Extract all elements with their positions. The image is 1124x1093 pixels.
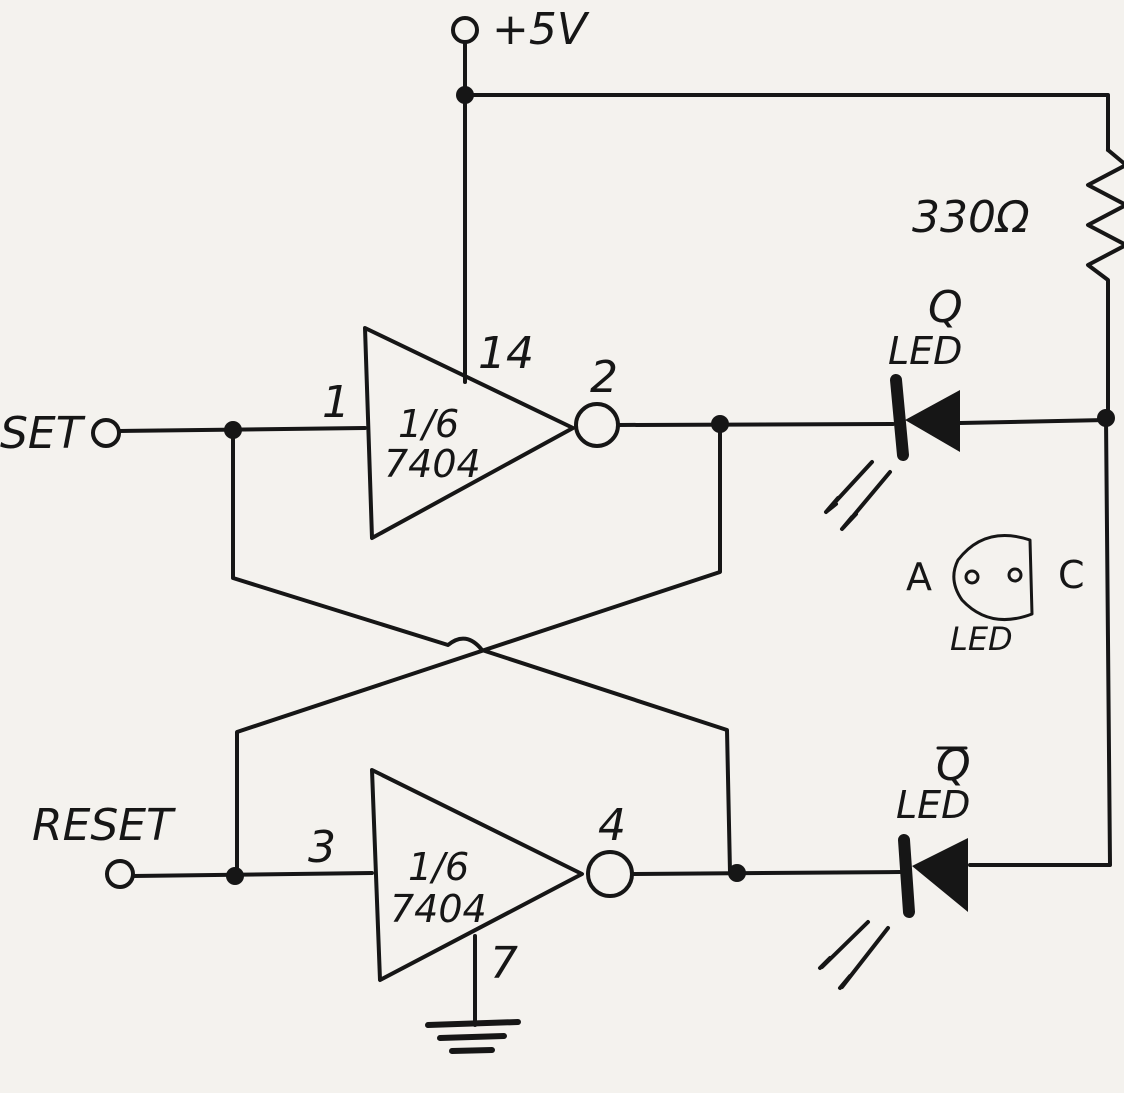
q-led-light-arrows bbox=[824, 460, 892, 531]
qbar-led-light-arrows bbox=[818, 920, 890, 990]
lower-gate-pin-out: 4 bbox=[598, 800, 626, 851]
qbar-led-cathode-bar bbox=[898, 834, 915, 918]
q-led-label: LED bbox=[888, 329, 962, 373]
lower-inverter-bubble bbox=[586, 850, 634, 898]
lower-gate-pin-gnd: 7 bbox=[490, 938, 518, 989]
q-led-to-rail-wire bbox=[958, 418, 1108, 425]
lower-inverter bbox=[370, 768, 584, 982]
vcc-terminal bbox=[451, 16, 479, 44]
q-led-cathode-bar bbox=[890, 374, 909, 461]
qbar-led-label: LED bbox=[896, 783, 970, 827]
resistor-zigzag bbox=[1086, 148, 1124, 420]
upper-gate-pin-in: 1 bbox=[322, 377, 350, 428]
q-output-wire bbox=[616, 422, 895, 427]
pinout-package bbox=[952, 534, 1034, 621]
set-terminal bbox=[91, 418, 121, 448]
q-led-triangle bbox=[905, 390, 960, 452]
reset-label: RESET bbox=[32, 800, 176, 851]
qbar-led-triangle bbox=[912, 838, 968, 912]
reset-wire bbox=[131, 871, 374, 878]
qbar-label: Q bbox=[936, 740, 971, 791]
pinout-anode-label: A bbox=[906, 555, 932, 599]
lower-gate-fraction: 1/6 bbox=[408, 845, 469, 889]
upper-gate-part: 7404 bbox=[384, 442, 481, 486]
vcc-label: +5V bbox=[492, 4, 590, 55]
ground-symbol bbox=[425, 1019, 521, 1054]
qbar-output-wire bbox=[630, 870, 902, 876]
upper-inverter bbox=[363, 326, 575, 540]
upper-inverter-bubble bbox=[574, 402, 620, 448]
pinout-led-label: LED bbox=[950, 620, 1013, 658]
lower-gate-pin-in: 3 bbox=[308, 822, 336, 873]
pinout-cathode-pin bbox=[1007, 567, 1023, 583]
vcc-wire bbox=[463, 40, 1110, 152]
lower-gate-part: 7404 bbox=[390, 887, 487, 931]
upper-gate-pin-vcc: 14 bbox=[478, 328, 534, 379]
qbar-junction bbox=[728, 864, 746, 882]
right-rail-wire bbox=[968, 416, 1112, 867]
set-label: SET bbox=[0, 408, 86, 459]
upper-gate-pin-out: 2 bbox=[590, 352, 618, 403]
q-label: Q bbox=[928, 282, 963, 333]
set-wire bbox=[117, 426, 367, 433]
resistor-label: 330Ω bbox=[912, 192, 1030, 243]
reset-terminal bbox=[105, 859, 135, 889]
pinout-cathode-label: C bbox=[1058, 553, 1085, 597]
upper-gate-fraction: 1/6 bbox=[398, 402, 459, 446]
reset-junction bbox=[226, 867, 244, 885]
cross-wire-2 bbox=[235, 422, 722, 878]
pinout-anode-pin bbox=[964, 569, 980, 585]
